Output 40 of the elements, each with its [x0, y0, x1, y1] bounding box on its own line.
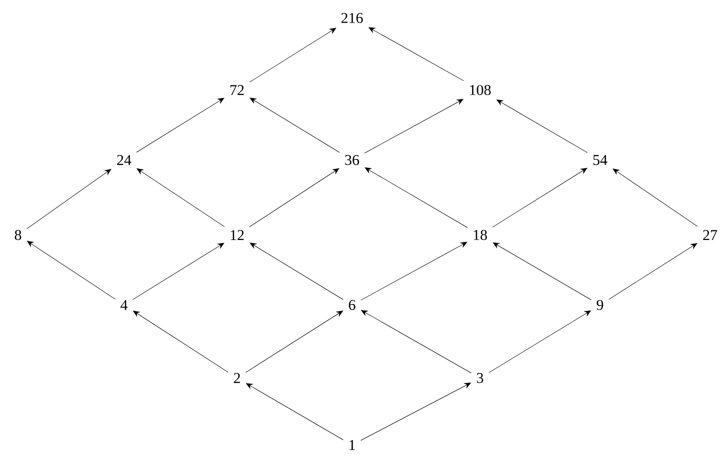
arrow [364, 167, 468, 228]
number-label: 8 [14, 230, 22, 240]
number-label: 216 [341, 12, 363, 24]
number-label: 108 [470, 84, 491, 96]
arrow [368, 27, 464, 82]
arrow [246, 383, 344, 440]
arrow [360, 242, 468, 300]
arrow [136, 168, 225, 227]
number-label: 4 [120, 300, 128, 310]
arrow [488, 310, 591, 373]
number-label: 24 [117, 155, 132, 165]
arrow [492, 168, 588, 228]
number-label: 3 [476, 372, 484, 384]
arrow [249, 168, 340, 228]
number-label: 12 [230, 230, 244, 240]
arrow [492, 242, 592, 300]
number-label: 27 [703, 230, 718, 240]
arrow [361, 310, 472, 374]
arrow [26, 168, 112, 230]
arrow [250, 98, 340, 153]
arrow [246, 310, 343, 373]
arrow [364, 98, 464, 154]
arrow [496, 100, 588, 153]
arrow [136, 98, 224, 152]
arrow [612, 168, 698, 227]
arrow [132, 242, 224, 300]
arrow [608, 243, 698, 300]
number-label: 54 [593, 155, 608, 165]
number-label: 18 [474, 230, 487, 240]
arrow [133, 310, 228, 373]
arrow [249, 28, 336, 82]
arrow [360, 382, 471, 441]
number-label: 2 [234, 373, 240, 383]
number-label: 36 [345, 154, 360, 166]
arrow [250, 242, 344, 300]
arrow [27, 240, 116, 300]
number-label: 1 [350, 440, 355, 450]
number-label: 6 [348, 300, 356, 310]
number-label: 9 [596, 300, 604, 310]
number-label: 72 [230, 85, 244, 95]
